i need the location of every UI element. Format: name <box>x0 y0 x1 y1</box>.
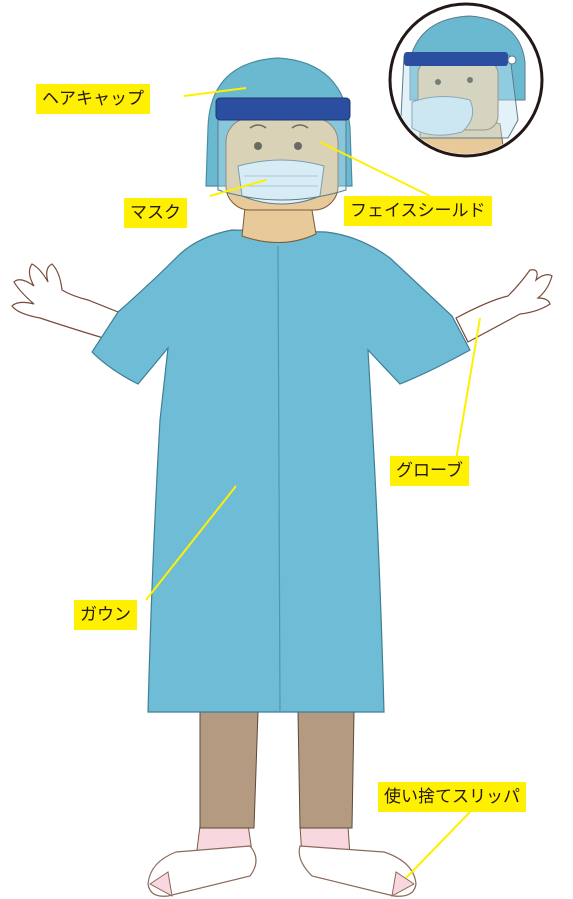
mask-label: マスク <box>124 198 187 228</box>
leader-lines <box>145 87 481 879</box>
face-shield-label: フェイスシールド <box>344 196 492 226</box>
slippers-label: 使い捨てスリッパ <box>378 782 526 812</box>
gloves-label: グローブ <box>390 456 469 486</box>
pants <box>199 711 355 829</box>
face-shield-inset-icon <box>388 2 544 158</box>
hair-cap-label: ヘアキャップ <box>36 84 150 114</box>
gown-label: ガウン <box>74 600 137 630</box>
head-illustration <box>205 57 353 211</box>
slippers-illustration <box>147 823 417 897</box>
gown <box>91 229 471 713</box>
